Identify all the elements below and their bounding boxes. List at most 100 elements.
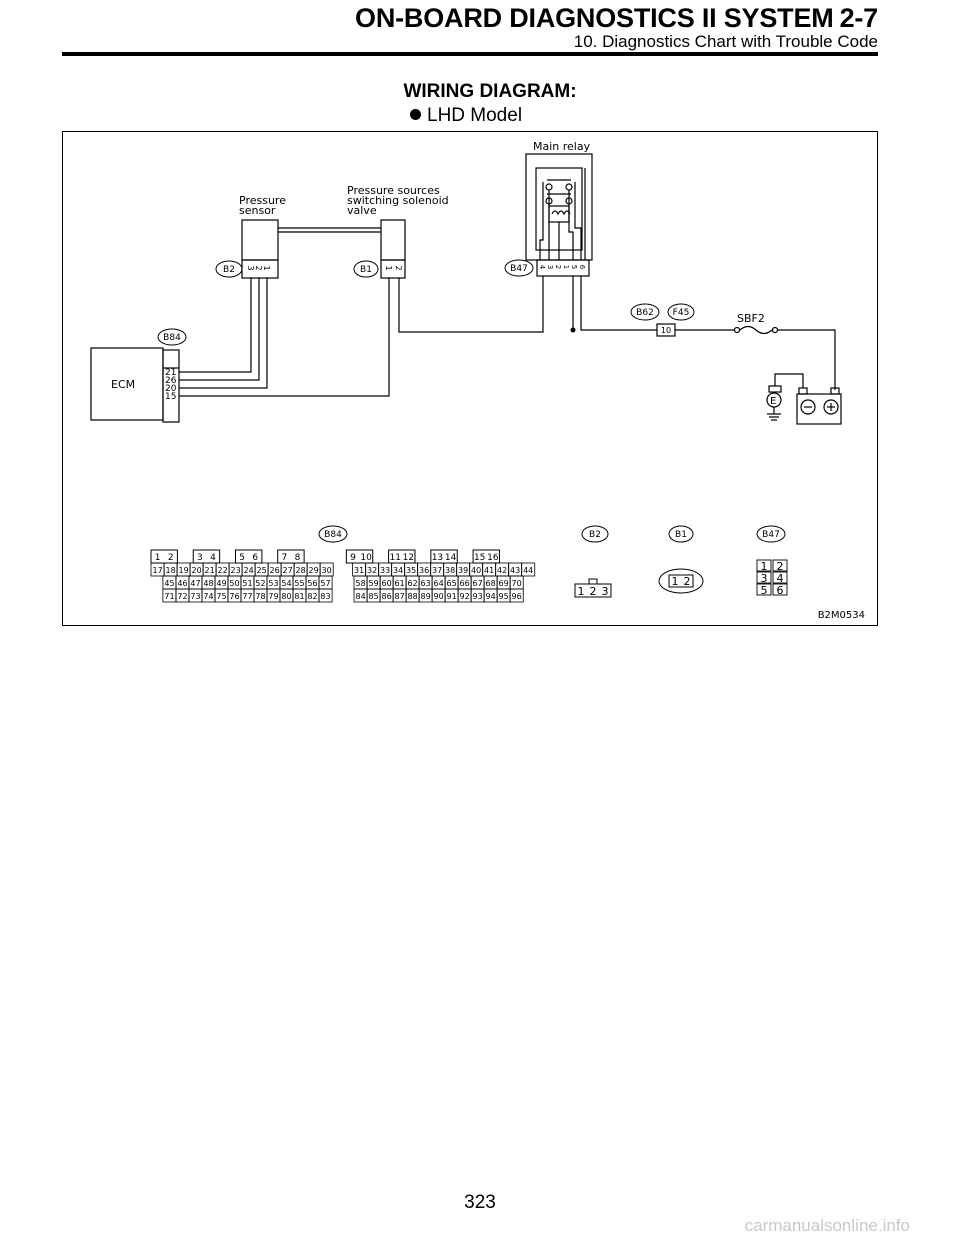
sbf2-terminal-l [733, 326, 741, 334]
b84-face-pin-26: 26 [270, 566, 280, 575]
b1-face-tag-oval [668, 525, 694, 543]
b84-face-pin-50: 50 [229, 579, 239, 588]
b84-face-pin-76: 76 [229, 592, 239, 601]
battery-plus-icon [823, 399, 839, 415]
b84-face-pin-17: 17 [153, 566, 163, 575]
b84-face-pin-18: 18 [166, 566, 176, 575]
b47-face-pin-6: 6 [777, 584, 784, 597]
wire-sbf2-battery [778, 329, 836, 390]
b47-pin-3: 3 [546, 265, 554, 269]
b84-face-pin-59: 59 [369, 579, 379, 588]
b84-face-pin-37: 37 [432, 566, 442, 575]
figure-id: B2M0534 [818, 610, 865, 621]
b84-face-pin-60: 60 [382, 579, 392, 588]
wiring-diagram-svg: B2 B1 B47 B84 B62 F45 B84 B2 B1 B47 Pres… [90, 140, 865, 621]
bullet-icon [410, 109, 421, 120]
b47-tag: B47 [510, 264, 528, 274]
wire-b2-pin1-ecm20 [179, 278, 268, 389]
b2-face-latch [588, 578, 598, 585]
b84-face-pin-96: 96 [512, 592, 522, 601]
wiring-diagram: B2 B1 B47 B84 B62 F45 B84 B2 B1 B47 Pres… [62, 131, 878, 626]
b84-face-pin-91: 91 [447, 592, 457, 601]
ecm-label: ECM [111, 378, 135, 391]
b47-pin-1: 1 [562, 265, 570, 269]
b84-face-pin-33: 33 [380, 566, 390, 575]
b1-face-pin-1: 1 [672, 575, 679, 588]
b2-pin-3: 3 [246, 265, 255, 270]
b84-face-pin-92: 92 [460, 592, 470, 601]
b84-face-pin-21: 21 [205, 566, 215, 575]
b47-face-cell [756, 571, 772, 584]
b84-face-pin-88: 88 [408, 592, 418, 601]
ecm-pin-26: 26 [165, 376, 177, 386]
b84-face-pin-63: 63 [421, 579, 431, 588]
b62-tag: B62 [636, 308, 654, 318]
b1-tag: B1 [360, 265, 372, 275]
b84-face-pin-75: 75 [216, 592, 226, 601]
b84-face-pin-87: 87 [395, 592, 405, 601]
b84-face-pin-41: 41 [484, 566, 494, 575]
b2-face-tag: B2 [589, 530, 601, 540]
header-subtitle: 10. Diagnostics Chart with Trouble Code [573, 32, 878, 51]
b84-face-pin-36: 36 [419, 566, 429, 575]
b84-face-pin-5: 5 [239, 553, 245, 563]
solenoid-valve-label-line: valve [347, 204, 377, 217]
watermark: carmanualsonline.info [744, 1216, 910, 1235]
b84-face-pin-69: 69 [499, 579, 509, 588]
b84-face-pin-8: 8 [295, 553, 301, 563]
relay-contact-top-r [565, 183, 573, 191]
b84-face-pin-11: 11 [389, 553, 400, 563]
b84-face-pin-49: 49 [216, 579, 226, 588]
b84-face-pin-47: 47 [190, 579, 200, 588]
b84-face-tag: B84 [324, 530, 342, 540]
b84-connector-block [162, 349, 180, 423]
b84-face-pin-53: 53 [268, 579, 278, 588]
b84-face-pin-40: 40 [471, 566, 481, 575]
b84-face-pin-48: 48 [203, 579, 213, 588]
b84-face-pin-95: 95 [499, 592, 509, 601]
b84-face-pin-79: 79 [268, 592, 278, 601]
b47-pin-2: 2 [554, 265, 562, 269]
b84-face-pin-80: 80 [281, 592, 291, 601]
b2-tag: B2 [223, 265, 235, 275]
relay-inner-wire-1 [539, 182, 544, 260]
b84-face-pin-19: 19 [179, 566, 189, 575]
b84-face-pin-27: 27 [283, 566, 293, 575]
header-rule [62, 52, 878, 56]
wire-junction [570, 327, 576, 333]
b84-face-pin-45: 45 [164, 579, 174, 588]
b2-face-tag-oval [581, 525, 609, 543]
ecm-pin-21: 21 [165, 368, 176, 378]
b84-face-pin-65: 65 [447, 579, 457, 588]
b47-face-cell [772, 583, 788, 596]
b1-face-tag: B1 [675, 530, 687, 540]
b84-face-pin-77: 77 [242, 592, 252, 601]
b84-face-pin-67: 67 [473, 579, 483, 588]
b84-face-pin-1: 1 [155, 553, 161, 563]
b84-face-pin-25: 25 [257, 566, 267, 575]
b84-face-pin-62: 62 [408, 579, 418, 588]
b84-face-tag-oval [318, 525, 348, 543]
b84-face-pin-58: 58 [356, 579, 366, 588]
b84-face-pin-32: 32 [367, 566, 377, 575]
section-title: WIRING DIAGRAM: [403, 81, 577, 102]
b84-face-pin-28: 28 [296, 566, 306, 575]
main-relay-label: Main relay [533, 140, 591, 153]
b84-face-pin-70: 70 [512, 579, 522, 588]
b1-tag-oval [353, 260, 379, 278]
wire-b1-pin2-b47 [398, 276, 544, 333]
battery-post-neg [798, 387, 808, 395]
b84-face-pin-15: 15 [474, 553, 485, 563]
b84-face-cell [509, 588, 524, 603]
b47-face-pin-1: 1 [761, 560, 768, 573]
b2-face-pin-1: 1 [578, 585, 585, 598]
b84-face-pin-71: 71 [164, 592, 174, 601]
b84-face-pin-3: 3 [197, 553, 203, 563]
b84-face-pin-86: 86 [382, 592, 392, 601]
f45-tag: F45 [673, 308, 690, 318]
page-number: 323 [464, 1192, 496, 1213]
b84-face-pin-90: 90 [434, 592, 444, 601]
